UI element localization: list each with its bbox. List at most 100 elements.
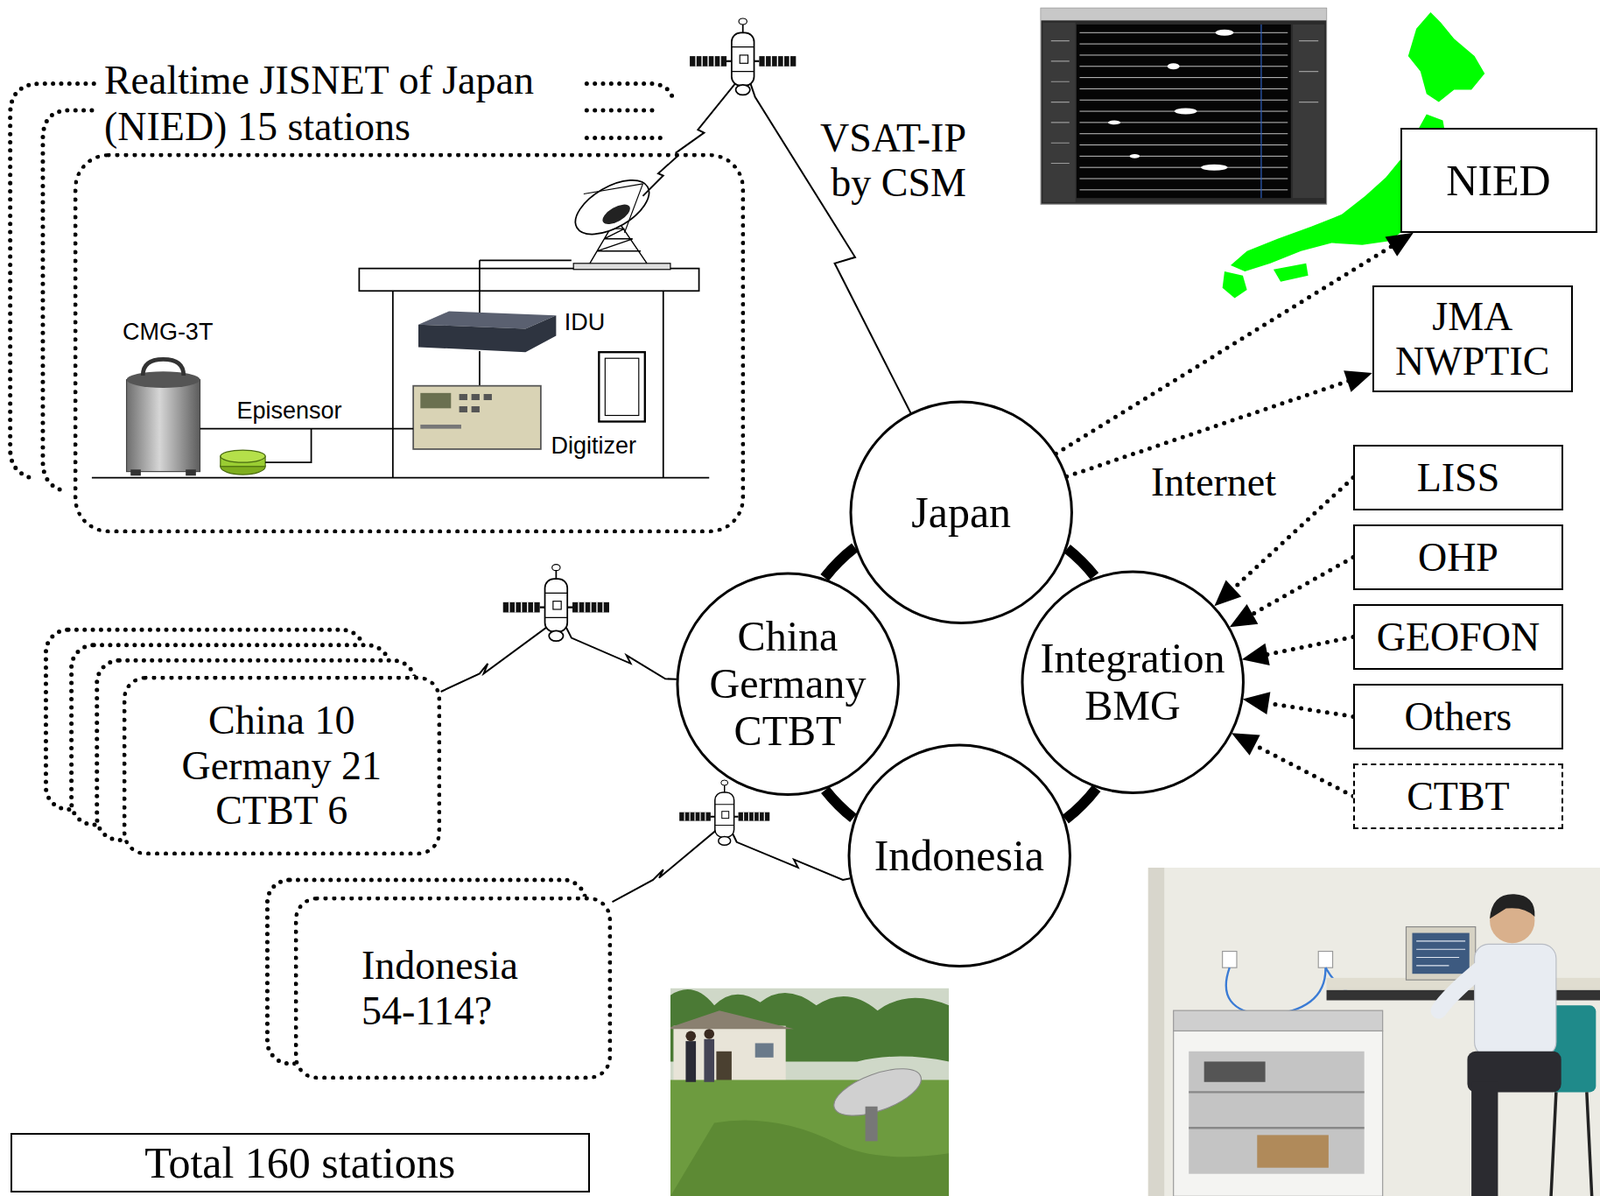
node-label: CTBT — [1406, 773, 1510, 820]
part-label: Digitizer — [551, 432, 638, 459]
station-box: NIED — [1400, 127, 1598, 233]
station-box: Total 160 stations — [10, 1132, 590, 1193]
arrow-head — [1214, 579, 1242, 606]
japan-map — [1408, 12, 1485, 103]
japan-map — [1273, 263, 1309, 282]
station-building — [358, 268, 699, 292]
digitizer-device — [420, 392, 451, 408]
arrow-head — [1385, 232, 1414, 257]
node-label: Indonesia 54-114? — [361, 942, 572, 1033]
station-box: CTBT — [1353, 763, 1564, 829]
operator-photo — [1173, 1030, 1383, 1196]
satellite-dish — [573, 263, 671, 270]
arrow-head — [1242, 643, 1271, 666]
arrow-head — [1229, 603, 1259, 627]
site-photo — [703, 1028, 715, 1039]
edge-label: VSAT-IP by CSM — [772, 115, 968, 206]
connector — [1066, 548, 1095, 576]
site-photo — [685, 1040, 696, 1082]
node-label: Others — [1404, 694, 1513, 740]
seismometer-cmg — [126, 358, 201, 476]
site-photo — [703, 1038, 715, 1082]
connector-line — [1253, 743, 1354, 796]
site-photo — [673, 1025, 786, 1082]
seismogram-screenshot — [1260, 24, 1262, 198]
part-label: CMG-3T — [122, 318, 214, 345]
stacked-outline — [586, 135, 661, 141]
satellite-dish — [479, 154, 679, 388]
site-photo — [670, 1010, 794, 1029]
station-building — [91, 477, 709, 479]
operator-photo — [1438, 969, 1481, 1011]
circle-outline — [849, 744, 1070, 966]
station-circle: Japan — [849, 400, 1074, 625]
operator-photo — [1550, 1091, 1593, 1196]
station-box: OHP — [1353, 524, 1564, 590]
station-building — [598, 351, 645, 422]
seismogram-screenshot — [1292, 24, 1325, 198]
digitizer-device — [459, 406, 468, 413]
satellite-dish — [583, 183, 644, 233]
node-label: Indonesia — [874, 830, 1045, 880]
connector — [1242, 691, 1354, 716]
ring-link — [1065, 787, 1096, 820]
station-box: Indonesia 54-114? — [294, 896, 613, 1081]
satellite-dish — [642, 154, 679, 197]
connector — [675, 61, 912, 414]
ring-link — [1066, 548, 1095, 576]
station-box: LISS — [1353, 444, 1564, 511]
operator-photo — [1173, 1010, 1383, 1031]
station-circle: Integration BMG — [1020, 569, 1245, 794]
circle-outline — [677, 573, 899, 794]
site-photo — [670, 988, 949, 1196]
seismometer-cmg — [185, 469, 197, 476]
connector-line — [1250, 557, 1354, 616]
station-box: China 10 Germany 21 CTBT 6 — [122, 675, 442, 856]
seismometer-cmg — [142, 358, 184, 376]
connector-line — [1265, 637, 1354, 655]
operator-photo — [1222, 951, 1237, 969]
station-building — [91, 268, 709, 478]
seismogram-screenshot — [1174, 108, 1198, 115]
node-label: China 10 Germany 21 CTBT 6 — [167, 697, 397, 834]
seismometer-cmg — [130, 469, 141, 476]
seismogram-screenshot — [1167, 63, 1180, 70]
digitizer-device — [484, 393, 492, 400]
node-label: JMA NWPTIC — [1382, 294, 1563, 385]
stacked-outline — [586, 84, 674, 103]
seismometer-cmg — [126, 371, 201, 388]
digitizer-device — [471, 406, 480, 413]
operator-photo — [1256, 1134, 1329, 1167]
episensor — [220, 449, 266, 463]
part-label: Episensor — [236, 397, 342, 424]
operator-photo — [1148, 867, 1165, 1196]
station-circle: China Germany CTBT — [675, 571, 900, 796]
satellite-icon — [503, 564, 610, 641]
site-photo — [755, 1042, 774, 1057]
node-label: Total 160 stations — [144, 1137, 456, 1187]
operator-photo — [1474, 943, 1557, 1056]
seismogram-screenshot — [1214, 29, 1234, 36]
digitizer-device — [459, 393, 468, 400]
connector — [824, 547, 856, 578]
idu-device — [418, 311, 556, 353]
site-photo — [670, 1119, 949, 1196]
seismogram-screenshot — [1108, 120, 1121, 126]
operator-photo — [1188, 1091, 1365, 1128]
idu-device — [418, 315, 556, 352]
ring-link — [824, 547, 856, 578]
node-label: China Germany CTBT — [682, 612, 893, 755]
operator-photo — [1204, 1060, 1266, 1081]
part-label: IDU — [564, 308, 606, 336]
connector — [1242, 637, 1354, 667]
operator-photo — [1148, 867, 1600, 1196]
connector — [1055, 232, 1413, 455]
seismogram-screenshot — [1040, 7, 1327, 204]
station-building — [392, 290, 664, 478]
seismogram-screenshot — [1040, 7, 1327, 204]
part-label: Internet — [1150, 459, 1277, 506]
site-photo — [865, 1106, 878, 1142]
station-box: JMA NWPTIC — [1372, 285, 1573, 392]
operator-photo — [1489, 893, 1535, 919]
